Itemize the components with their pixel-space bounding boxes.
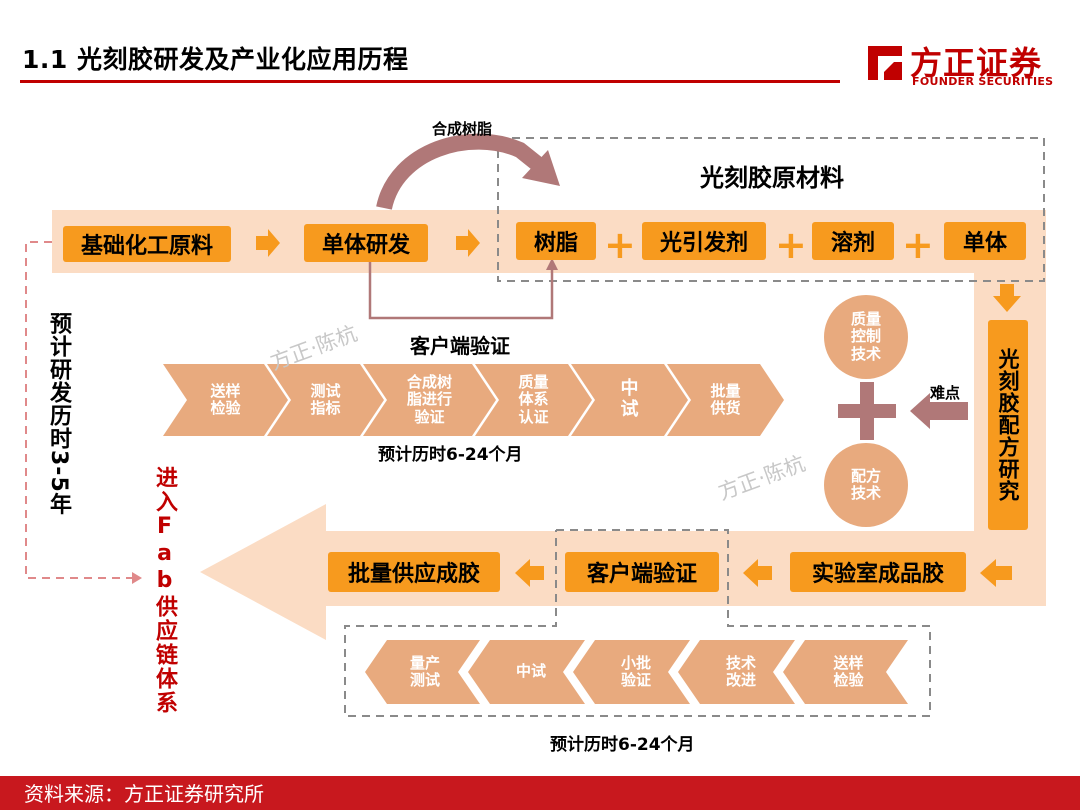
- box-batch-supply-resist: 批量供应成胶: [328, 552, 500, 592]
- box-formula-research: 光刻胶配方研究: [988, 320, 1028, 530]
- raw-materials-dashed-box: [497, 137, 1045, 282]
- founder-logo-icon: [868, 46, 902, 80]
- quality-circle: [824, 295, 908, 379]
- title-divider: [20, 80, 840, 83]
- customer-validation-connector: [368, 262, 554, 320]
- formula-tech: 配方 技术: [850, 466, 881, 502]
- box-resin: 树脂: [516, 222, 596, 260]
- lower-chevron-shapes: [365, 640, 908, 704]
- chevron-sample-inspection: 送样 检验: [210, 381, 241, 417]
- upper-chevron-shapes: [163, 364, 784, 436]
- formula-circle: [824, 443, 908, 527]
- resin-synthesis-label: 合成树脂: [432, 120, 493, 138]
- chevron-sample-inspection-lower: 送样 检验: [833, 653, 864, 689]
- box-solvent: 溶剂: [812, 222, 894, 260]
- box-lab-finished-resist: 实验室成品胶: [790, 552, 966, 592]
- quality-control-tech: 质量 控制 技术: [850, 310, 881, 363]
- chevron-quality-certification: 质量 体系 认证: [518, 373, 549, 426]
- plus-icon: +: [902, 223, 934, 267]
- resin-curved-arrow: [376, 133, 545, 211]
- chevron-mass-production-test: 量产 测试: [409, 653, 440, 689]
- customer-validation-label: 客户端验证: [410, 334, 510, 358]
- rd-duration-label: 预计研发历时3-5年: [46, 312, 71, 516]
- page-title: 1.1 光刻胶研发及产业化应用历程: [22, 45, 409, 74]
- plus-icon: +: [604, 223, 636, 267]
- footer-bar: [0, 776, 1080, 810]
- difficulty-arrow: [910, 393, 968, 429]
- box-chemical-raw-materials: 基础化工原料: [63, 226, 231, 262]
- raw-materials-title: 光刻胶原材料: [700, 164, 844, 192]
- box-monomer: 单体: [944, 222, 1026, 260]
- chevron-pilot: 中试: [515, 662, 546, 681]
- chevron-resin-validation: 合成树 脂进行 验证: [406, 373, 452, 426]
- box-monomer-rd: 单体研发: [304, 224, 428, 262]
- difficulty-label: 难点: [930, 384, 961, 402]
- chevron-test-indicators: 测试 指标: [310, 381, 341, 417]
- logo-subtitle: FOUNDER SECURITIES: [912, 75, 1054, 88]
- fab-supply-chain-label: 进入Fab供应链体系: [152, 466, 177, 715]
- chevron-batch-supply: 批量 供货: [710, 381, 741, 417]
- source-label: 资料来源：方正证券研究所: [24, 782, 264, 806]
- logo-text: 方正证券: [910, 44, 1043, 82]
- duration-label-lower: 预计历时6-24个月: [550, 735, 695, 755]
- duration-label-upper: 预计历时6-24个月: [378, 445, 523, 465]
- plus-icon: +: [775, 223, 807, 267]
- validation-dashed-box: [344, 529, 931, 717]
- box-customer-validation: 客户端验证: [565, 552, 719, 592]
- chevron-tech-improvement: 技术 改进: [725, 653, 756, 689]
- box-photoinitiator: 光引发剂: [642, 222, 766, 260]
- chevron-pilot-test: 中 试: [620, 378, 639, 420]
- chevron-small-batch-validation: 小批 验证: [620, 653, 651, 689]
